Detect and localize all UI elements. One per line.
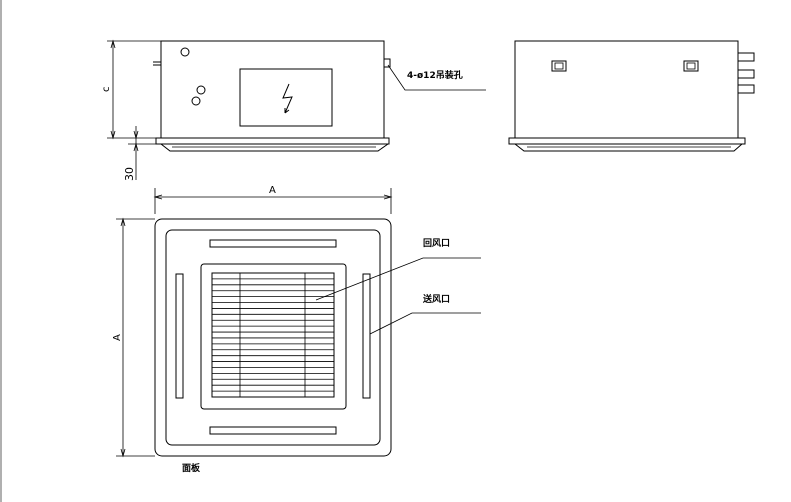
return-air-label: 回风口 — [423, 238, 450, 249]
return-air-callout: 回风口 — [315, 238, 481, 301]
supply-slot-bottom — [209, 426, 337, 435]
height-dimension-label: c — [101, 87, 112, 93]
drain-port-icon — [180, 47, 190, 57]
front-view-panel-bottom — [160, 143, 389, 152]
width-dimension-label: A — [269, 185, 276, 196]
supply-slot-right — [362, 273, 371, 399]
pipe-connection — [737, 52, 755, 62]
return-grille — [211, 272, 335, 398]
panel-outer — [154, 218, 392, 457]
depth-dimension-label: A — [112, 334, 123, 341]
pipe-port-icon — [196, 85, 206, 95]
side-view — [508, 40, 755, 152]
front-view-body — [160, 40, 385, 139]
side-view-panel — [508, 137, 746, 145]
panel-thickness-dimension: 30 — [123, 126, 156, 181]
supply-slot-left — [175, 273, 184, 399]
width-dimension: A — [153, 185, 393, 214]
lightning-bolt-icon — [282, 83, 293, 114]
terminal-box-icon — [551, 60, 567, 72]
hanging-holes-label: 4-ø12吊装孔 — [407, 69, 463, 81]
hanging-holes-leader — [387, 64, 486, 91]
front-view: 4-ø12吊装孔 — [153, 40, 486, 152]
panel-thickness-label: 30 — [123, 167, 136, 181]
front-view-panel — [155, 137, 390, 145]
side-view-body — [514, 40, 739, 139]
return-grille-frame — [200, 263, 347, 410]
plan-view — [154, 218, 392, 457]
grille-slats — [212, 278, 334, 392]
height-dimension: c — [101, 39, 161, 140]
pipe-connection — [737, 69, 755, 79]
supply-air-label: 送风口 — [422, 293, 450, 305]
terminal-box-icon — [683, 60, 699, 72]
supply-air-callout: 送风口 — [369, 293, 481, 335]
panel-inner — [165, 229, 381, 446]
pipe-connection — [737, 84, 755, 94]
panel-label: 面板 — [182, 462, 201, 474]
electrical-box — [239, 68, 333, 127]
pipe-port-icon — [191, 96, 201, 106]
depth-dimension: A — [112, 217, 155, 458]
supply-slot-top — [209, 239, 337, 248]
